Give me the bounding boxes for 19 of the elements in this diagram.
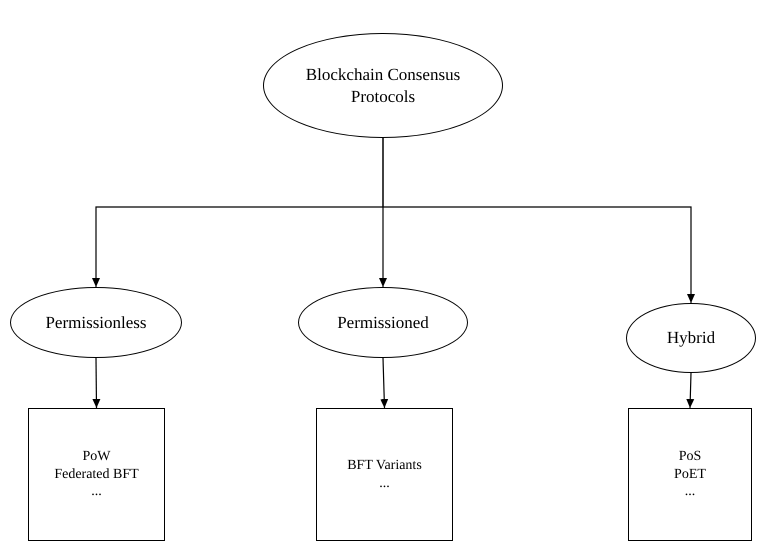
node-text: PoS <box>678 448 702 466</box>
node-text: BFT Variants <box>346 457 423 474</box>
arrow <box>380 358 388 408</box>
node-text: Blockchain Consensus Protocols <box>304 64 462 107</box>
node-text: PoW <box>82 448 112 466</box>
node-text: ... <box>684 483 696 501</box>
list-box <box>28 408 165 541</box>
arrow <box>92 358 100 408</box>
node-text: ... <box>90 483 103 501</box>
node-text: ... <box>378 474 391 492</box>
list-box <box>316 408 453 541</box>
node-text: Permissioned <box>336 312 430 334</box>
list-box <box>628 408 752 541</box>
node-text: Hybrid <box>666 327 716 349</box>
arrow <box>686 372 694 408</box>
arrow <box>382 138 695 303</box>
node-text: Permissionless <box>44 312 148 334</box>
node-text: PoET <box>673 466 707 484</box>
node-text: Federated BFT <box>53 466 140 484</box>
